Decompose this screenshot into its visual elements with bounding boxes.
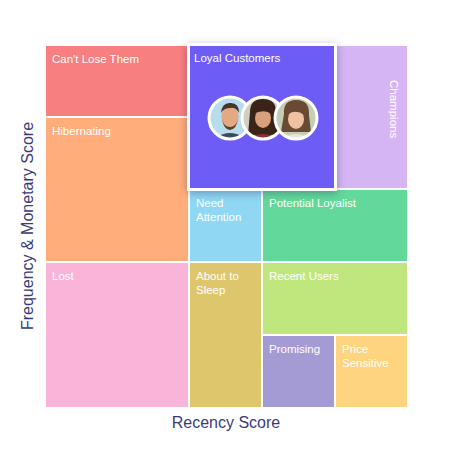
- segment-label: Lost: [52, 269, 74, 283]
- segment-label: Hibernating: [52, 124, 111, 138]
- segment-box: Recent Users: [262, 262, 408, 335]
- segment-box: Need Attention: [189, 189, 262, 262]
- segment-label: Loyal Customers: [194, 51, 280, 65]
- segment-box: Can't Lose Them: [45, 45, 189, 117]
- segment-box: Potential Loyalist: [262, 189, 408, 262]
- axis-label: Frequency & Monetary Score: [19, 122, 37, 330]
- segment-box: Lost: [45, 262, 189, 408]
- segment-label: Promising: [269, 342, 320, 356]
- segment-box: Price Sensitive: [335, 335, 408, 408]
- avatar: [209, 97, 251, 157]
- segment-label: Recent Users: [269, 269, 339, 283]
- segment-box: Champions: [336, 45, 408, 189]
- segment-box: Promising: [262, 335, 335, 408]
- avatar: [242, 97, 284, 158]
- segment-label: Champions: [387, 80, 401, 138]
- segment-box: Hibernating: [45, 117, 189, 262]
- avatar: [275, 97, 317, 158]
- highlight-box: Loyal Customers: [187, 43, 337, 191]
- axis-label: Recency Score: [172, 414, 281, 432]
- segment-box: About to Sleep: [189, 262, 262, 408]
- segment-label: About to Sleep: [196, 269, 255, 297]
- segment-label: Price Sensitive: [342, 342, 401, 370]
- segment-label: Can't Lose Them: [52, 52, 139, 66]
- segment-label: Potential Loyalist: [269, 196, 356, 210]
- segment-label: Need Attention: [196, 196, 255, 224]
